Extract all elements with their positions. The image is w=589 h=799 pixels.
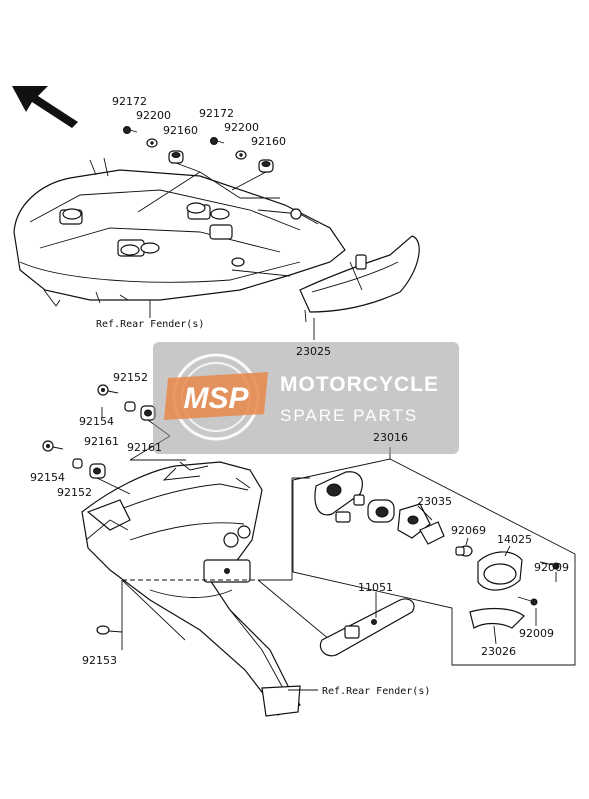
watermark-line2: SPARE PARTS — [280, 406, 418, 425]
washer-92200-left — [146, 138, 158, 148]
label-11051: 11051 — [358, 581, 393, 594]
bulb-socket-23035 — [397, 503, 445, 545]
label-92200-left: 92200 — [136, 109, 171, 122]
label-92172-left: 92172 — [112, 95, 147, 108]
ref-rear-fender-lower: Ref.Rear Fender(s) — [322, 686, 430, 697]
label-92152-upper: 92152 — [113, 371, 148, 384]
label-92160-right: 92160 — [251, 135, 286, 148]
screw-92154-upper — [97, 384, 119, 396]
label-92200-right: 92200 — [224, 121, 259, 134]
label-14025: 14025 — [497, 533, 532, 546]
grommet-92160-left — [168, 150, 184, 164]
lamp-cover-23026 — [469, 607, 525, 629]
seat-cowl-frame — [13, 157, 346, 307]
rear-fender-body — [81, 461, 301, 717]
screw-92154-lower — [42, 440, 64, 452]
label-92161-left: 92161 — [84, 435, 119, 448]
collar-92152-upper — [124, 401, 136, 412]
label-92009-upper: 92009 — [534, 561, 569, 574]
front-direction-arrow-icon — [12, 86, 78, 128]
label-92161-right: 92161 — [127, 441, 162, 454]
label-92172-right: 92172 — [199, 107, 234, 120]
label-92160-left: 92160 — [163, 124, 198, 137]
label-92153: 92153 — [82, 654, 117, 667]
label-92154-upper: 92154 — [79, 415, 114, 428]
lamp-socket-23016 — [314, 471, 365, 523]
label-92069: 92069 — [451, 524, 486, 537]
ref-rear-fender-upper: Ref.Rear Fender(s) — [96, 319, 204, 330]
license-lamp-bracket-11051 — [319, 592, 415, 657]
watermark-line1: MOTORCYCLE — [280, 373, 439, 396]
label-23035: 23035 — [417, 495, 452, 508]
lamp-lens-14025 — [477, 551, 523, 591]
label-23026: 23026 — [481, 645, 516, 658]
lamp-housing — [367, 499, 395, 523]
label-92154-lower: 92154 — [30, 471, 65, 484]
tail-cover-23025 — [299, 235, 420, 323]
watermark-logo: MSP — [183, 382, 249, 415]
label-23016: 23016 — [373, 431, 408, 444]
grommet-92161-upper — [140, 405, 156, 421]
label-92152-lower: 92152 — [57, 486, 92, 499]
collar-92152-lower — [72, 458, 83, 469]
grommet-92161-lower — [89, 463, 106, 479]
part-labels: 92172 92200 92160 92172 92200 92160 2302… — [30, 95, 569, 667]
lamp-leader-lines — [417, 505, 557, 645]
upper-leader-lines — [137, 162, 315, 340]
washer-92200-right — [235, 150, 247, 160]
lens-screws-92009 — [517, 561, 560, 606]
watermark: MSP MOTORCYCLE SPARE PARTS — [153, 342, 459, 454]
bolt-92172-left — [123, 126, 138, 134]
lamp-bulb-92069 — [455, 545, 473, 557]
bolt-92172-right — [210, 137, 225, 145]
grommet-92160-right — [258, 159, 274, 173]
label-23025: 23025 — [296, 345, 331, 358]
bolt-92153 — [96, 625, 123, 635]
label-92009-lower: 92009 — [519, 627, 554, 640]
